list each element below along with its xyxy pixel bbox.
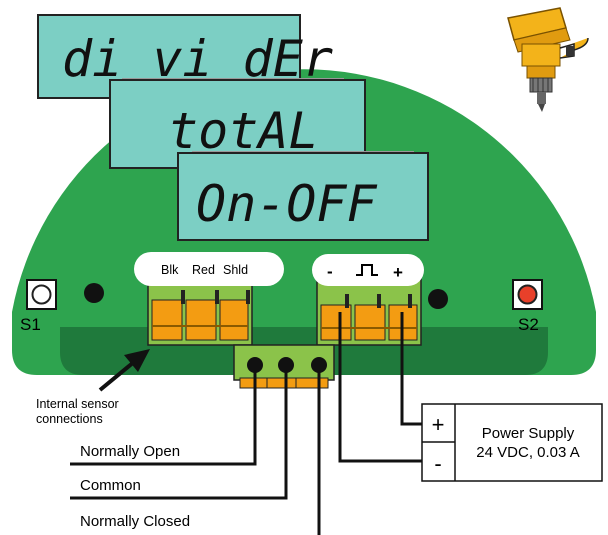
power-supply-plus: +	[432, 412, 445, 437]
s2-label: S2	[518, 315, 539, 334]
pulse-icon	[356, 264, 378, 276]
s2-button[interactable]	[512, 279, 543, 310]
wire-common	[70, 365, 288, 500]
internal-sensor-label-line2: connections	[36, 412, 103, 426]
sensor-label-red: Red	[192, 263, 215, 277]
normally-open-label: Normally Open	[80, 443, 180, 460]
internal-sensor-label-line1: Internal sensor	[36, 397, 119, 411]
flow-sensor-product-icon	[507, 7, 589, 112]
power-supply-rating: 24 VDC, 0.03 A	[476, 444, 579, 461]
common-label: Common	[80, 477, 141, 494]
mounting-hole-left	[84, 283, 104, 303]
lcd-screen-3: On-OFF	[177, 151, 429, 241]
s1-button[interactable]	[26, 279, 57, 310]
power-supply-title: Power Supply	[482, 425, 575, 442]
wire-power-plus	[400, 312, 422, 426]
sensor-label-pill: Blk Red Shld	[134, 252, 284, 286]
normally-closed-label: Normally Closed	[80, 513, 190, 530]
lcd-screen-2-text: totAL	[168, 102, 319, 160]
power-label-minus: -	[327, 262, 333, 281]
s1-label: S1	[20, 315, 41, 334]
power-label-pill: - +	[312, 254, 424, 286]
lcd-screen-3-text: On-OFF	[196, 175, 378, 233]
sensor-label-shld: Shld	[223, 263, 248, 277]
mounting-hole-right	[428, 289, 448, 309]
sensor-label-blk: Blk	[161, 263, 179, 277]
wire-power-minus	[338, 312, 422, 463]
wires	[70, 312, 422, 535]
power-label-plus: +	[393, 263, 403, 282]
power-supply-minus: -	[434, 451, 441, 476]
wire-normally-open	[70, 365, 257, 466]
arrow-icon	[98, 349, 150, 392]
power-supply: + - Power Supply 24 VDC, 0.03 A	[421, 403, 603, 482]
power-terminal-block	[316, 277, 422, 346]
